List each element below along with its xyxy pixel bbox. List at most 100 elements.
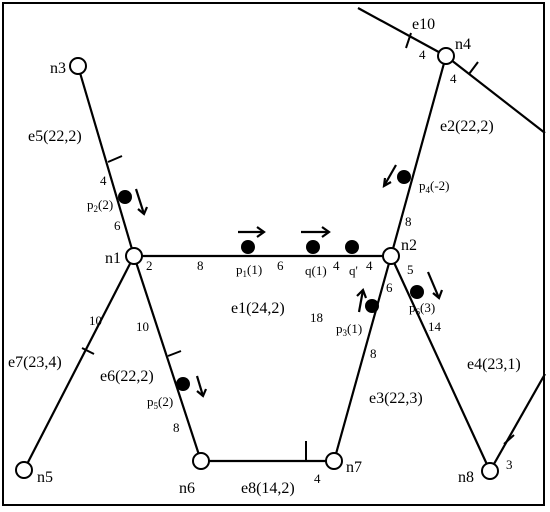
node-label-n4: n4 [455,36,471,53]
p5-base: p [147,394,154,409]
point-label-p4: p4(-2) [419,178,450,195]
point-p1 [241,240,255,254]
p2-base: p [87,197,94,212]
frame-border [2,2,545,506]
p6-base: p [409,300,416,315]
p5-sub: 5 [154,401,159,411]
p2-sub: 2 [94,204,99,214]
point-label-p5: p5(2) [147,394,173,411]
edge-e10 [357,7,447,57]
point-label-q: q(1) [305,263,327,278]
tick-e10-right [468,61,479,75]
p4-base: p [419,178,426,193]
tick-e5 [107,155,123,163]
point-label-p1: p1(1) [236,262,262,279]
p4-val: (-2) [430,178,450,193]
tick-e4 [503,434,515,445]
tick-e7 [81,347,95,355]
arrow-p4 [382,164,397,189]
tick-e10 [405,32,412,49]
arrow-p2 [134,188,149,216]
node-n3 [69,57,87,75]
edge-e10-extension [445,55,546,134]
point-p3 [365,299,379,313]
edge-e4-left [390,255,491,472]
edge-e2 [389,55,448,257]
node-n1 [125,247,143,265]
p5-val: (2) [158,394,173,409]
edge-label-e8: e8(14,2) [241,480,295,497]
weight-e4-a: 5 [407,262,414,277]
point-label-p3: p3(1) [336,321,362,338]
weight-e3-c: 8 [370,346,377,361]
point-p6 [410,285,424,299]
point-label-qprime: q' [349,263,358,278]
edge-label-e7: e7(23,4) [8,354,62,371]
arrow-q [301,226,331,238]
node-n6 [192,452,210,470]
edge-e4-right [489,373,546,472]
weight-e5-b: 6 [114,218,121,233]
p2-val: (2) [98,197,113,212]
edge-label-e10: e10 [412,16,435,33]
node-label-n6: n6 [179,480,195,497]
node-n2 [382,247,400,265]
node-n5 [15,461,33,479]
edge-label-e6: e6(22,2) [100,368,154,385]
arrow-p5 [195,375,208,398]
edge-label-e4: e4(23,1) [467,356,521,373]
weight-e7-a: 10 [89,313,102,328]
weight-e3-a: 6 [386,280,393,295]
node-label-n8: n8 [458,469,474,486]
edge-label-e5: e5(22,2) [28,128,82,145]
edge-e7 [23,255,135,471]
tick-e6 [167,350,182,357]
weight-e4-b: 14 [428,319,442,334]
weight-e1-c: 4 [333,258,340,273]
p1-base: p [236,262,243,277]
point-label-p6: p6(3) [409,300,435,317]
point-p4 [397,170,411,184]
p3-val: (1) [347,321,362,336]
point-p2 [118,190,132,204]
p6-sub: 6 [416,307,421,317]
node-n8 [481,462,499,480]
point-label-p2: p2(2) [87,197,113,214]
p4-sub: 4 [426,185,431,195]
node-label-n3: n3 [50,60,66,77]
node-label-n2: n2 [401,237,417,254]
edge-e3 [332,255,393,462]
weight-e10-n4: 4 [419,47,426,62]
weight-e5-a: 4 [100,173,107,188]
edge-label-e3: e3(22,3) [369,390,423,407]
weight-e4-n8: 3 [506,457,513,472]
node-label-n5: n5 [37,469,53,486]
edge-e6 [132,255,203,462]
node-n4 [437,47,455,65]
node-label-n7: n7 [346,459,362,476]
weight-e2-n4: 4 [450,71,457,86]
p6-val: (3) [420,300,435,315]
point-q [306,240,320,254]
weight-e8-a: 4 [314,471,321,486]
edge-label-e2: e2(22,2) [440,118,494,135]
node-n7 [325,452,343,470]
arrow-p6 [426,271,444,300]
p1-val: (1) [247,262,262,277]
edge-label-e1: e1(24,2) [231,300,285,317]
weight-e1-n2: 4 [366,258,373,273]
node-label-n1: n1 [105,250,121,267]
arrow-p3 [356,288,368,313]
weight-e3-b: 18 [310,310,323,325]
weight-e6-b: 8 [173,420,180,435]
weight-e2-a: 8 [405,214,412,229]
weight-e1-b: 6 [277,258,284,273]
weight-e1-a: 8 [197,258,204,273]
arrow-p1 [238,226,266,238]
weight-e6-a: 10 [136,319,149,334]
point-qprime [345,240,359,254]
p3-sub: 3 [343,328,348,338]
edge-e5 [76,65,136,257]
p1-sub: 1 [243,269,248,279]
